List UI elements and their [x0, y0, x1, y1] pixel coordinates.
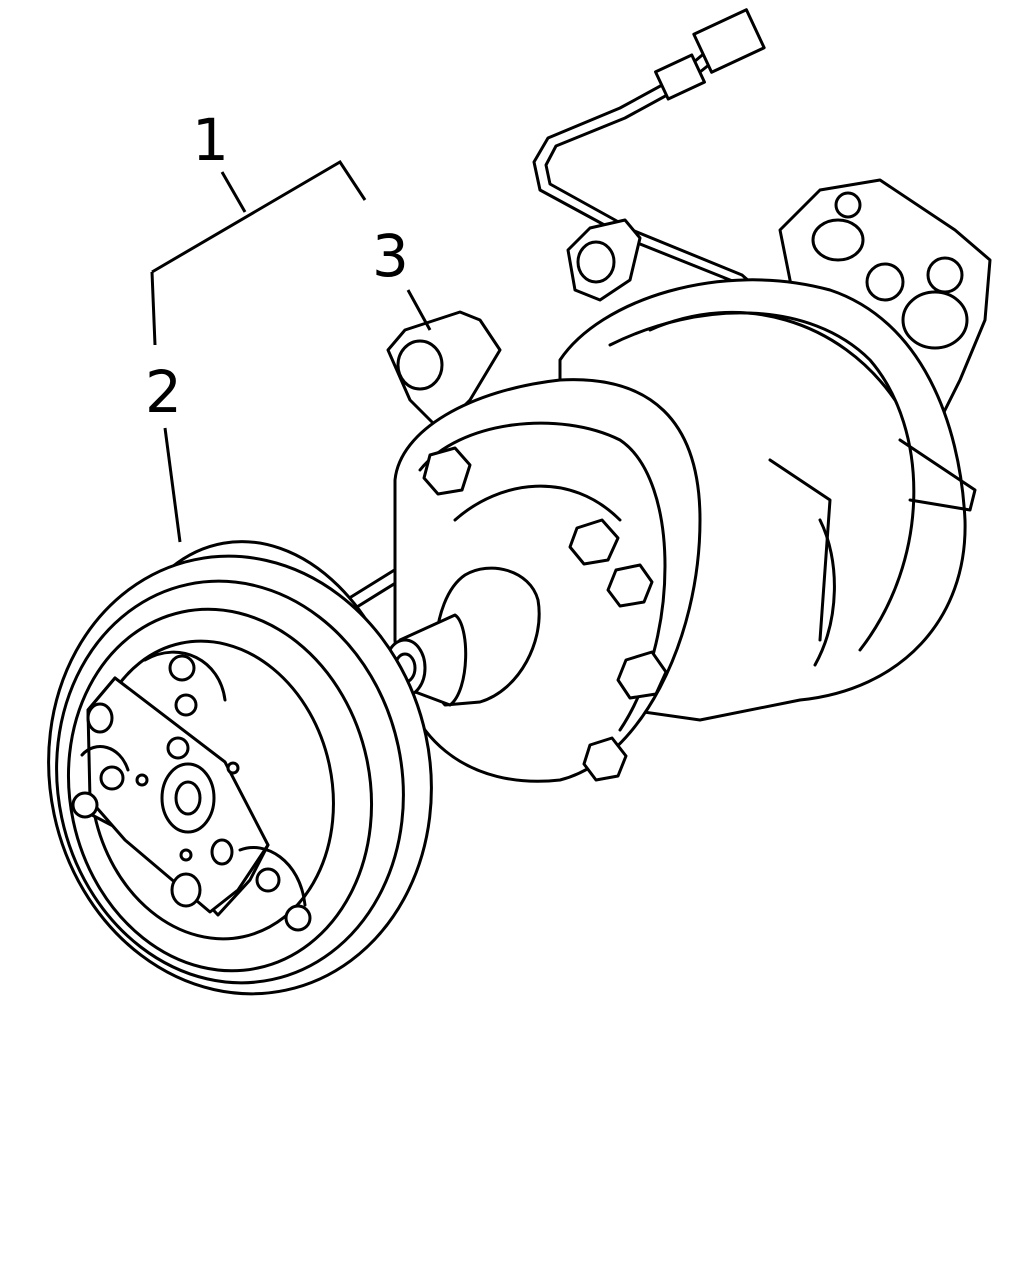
callout-1: 1 [192, 106, 229, 174]
callout-leaders [150, 159, 432, 543]
leader-2a [150, 271, 157, 346]
connector-plug [654, 8, 766, 101]
callout-3: 3 [372, 222, 409, 290]
bolt [422, 446, 472, 496]
leader-2b [163, 427, 182, 543]
bolt [568, 518, 620, 566]
drive-shaft [383, 566, 541, 707]
callout-2: 2 [145, 358, 182, 426]
leader-3 [406, 289, 432, 331]
bolt [582, 736, 628, 782]
front-housing [393, 378, 702, 783]
leader-1 [220, 171, 247, 213]
bolt [606, 563, 654, 608]
compressor-body [383, 178, 992, 783]
bolt [616, 650, 668, 700]
pulley-clutch-assembly [47, 540, 433, 996]
bracket-1 [151, 159, 367, 274]
